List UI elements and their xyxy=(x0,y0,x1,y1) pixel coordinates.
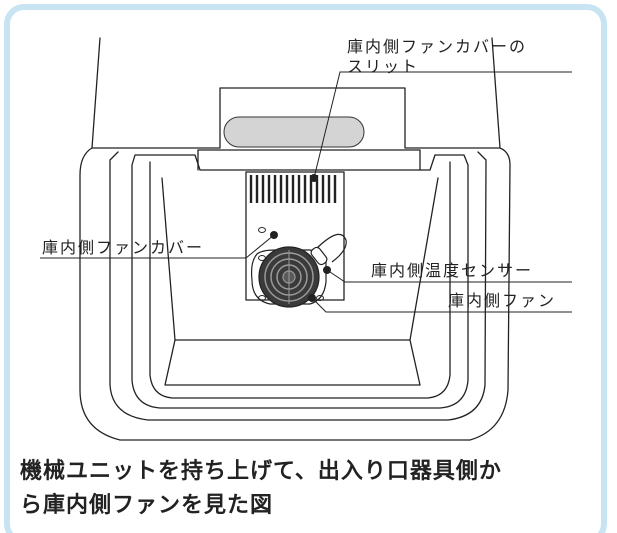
unit-top-lid xyxy=(91,87,501,149)
temperature-sensor xyxy=(310,233,347,266)
fan-mount-hole xyxy=(258,255,266,261)
callout-slit-line1: 庫内側ファンカバーの xyxy=(347,37,527,56)
callout-fan: 庫内側ファン xyxy=(448,291,556,310)
figure-caption: 機械ユニットを持ち上げて、出入り口器具側か ら庫内側ファンを見た図 xyxy=(20,455,605,523)
unit-outer-body xyxy=(79,37,511,441)
fan-frame xyxy=(250,249,327,305)
fan-assembly xyxy=(250,227,327,308)
callout-slit-line2: スリット xyxy=(347,57,419,76)
callout-lines xyxy=(40,71,572,313)
interior-wall-left xyxy=(161,177,176,341)
lid-handle xyxy=(223,116,365,148)
inner-rim-middle xyxy=(131,154,469,409)
inner-rim-inner xyxy=(149,161,451,399)
interior-wall-right xyxy=(409,177,439,341)
unit-lid-inner xyxy=(197,149,421,171)
inner-rim-outer xyxy=(109,151,487,421)
caption-line-2: ら庫内側ファンを見た図 xyxy=(20,493,274,518)
callout-fan-cover: 庫内側ファンカバー xyxy=(42,238,204,257)
callout-temperature-sensor: 庫内側温度センサー xyxy=(371,261,533,280)
fan-cover-slits xyxy=(249,175,337,203)
sensor-wire xyxy=(314,233,347,263)
interior-floor xyxy=(164,339,421,386)
caption-line-1: 機械ユニットを持ち上げて、出入り口器具側か xyxy=(20,459,502,484)
